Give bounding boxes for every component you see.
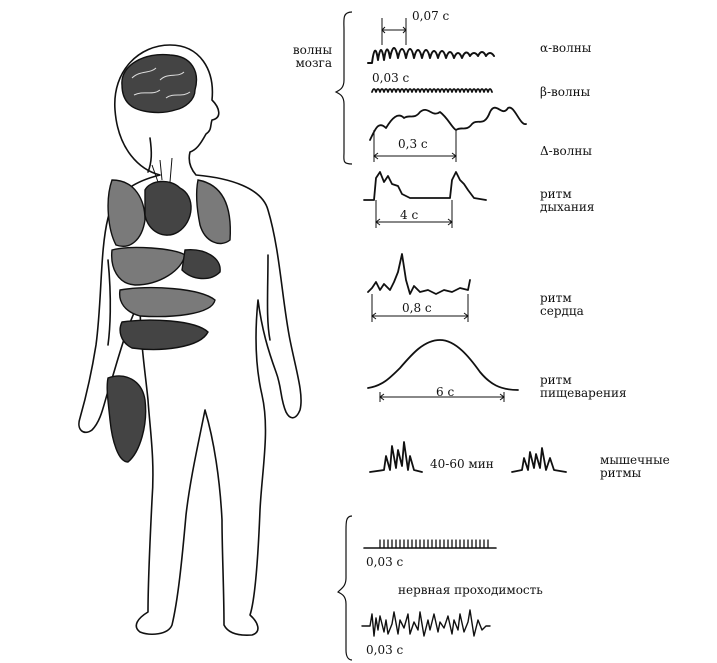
breathing-interval-label: 4 с	[400, 209, 418, 222]
brain-waves-label-line2: мозга	[272, 57, 332, 70]
beta-wave-trace	[372, 89, 492, 92]
alpha-wave-trace	[368, 18, 494, 63]
digestion-interval-label: 6 с	[436, 386, 454, 399]
abdominal-organs-illustration	[112, 248, 220, 350]
thigh-muscle-illustration	[107, 376, 145, 462]
alpha-wave-label: α-волны	[540, 42, 591, 55]
brain-waves-brace	[336, 12, 352, 164]
beta-interval-label: 0,03 с	[372, 72, 409, 85]
delta-wave-label: Δ-волны	[540, 145, 592, 158]
muscle-rhythm-label-line2: ритмы	[600, 467, 641, 480]
nerve-trace-irregular	[362, 610, 490, 636]
heart-interval-label: 0,8 с	[402, 302, 432, 315]
delta-interval-label: 0,3 с	[398, 138, 428, 151]
nerve-conduction-brace	[338, 516, 352, 660]
nerve-conduction-label: нервная проходимость	[398, 584, 543, 597]
nerve-top-interval-label: 0,03 с	[366, 556, 403, 569]
nerve-bottom-interval-label: 0,03 с	[366, 644, 403, 657]
thorax-organs-illustration	[108, 158, 230, 246]
muscle-interval-label: 40-60 мин	[430, 458, 494, 471]
digestion-rhythm-label-line2: пищеварения	[540, 387, 627, 400]
alpha-interval-label: 0,07 с	[412, 10, 449, 23]
breathing-rhythm-label-line2: дыхания	[540, 201, 594, 214]
beta-wave-label: β-волны	[540, 86, 590, 99]
delta-wave-trace	[370, 108, 526, 162]
nerve-trace-regular	[364, 540, 496, 548]
heart-rhythm-label-line2: сердца	[540, 305, 584, 318]
brain-illustration	[122, 55, 197, 113]
breathing-rhythm-trace	[364, 172, 486, 228]
